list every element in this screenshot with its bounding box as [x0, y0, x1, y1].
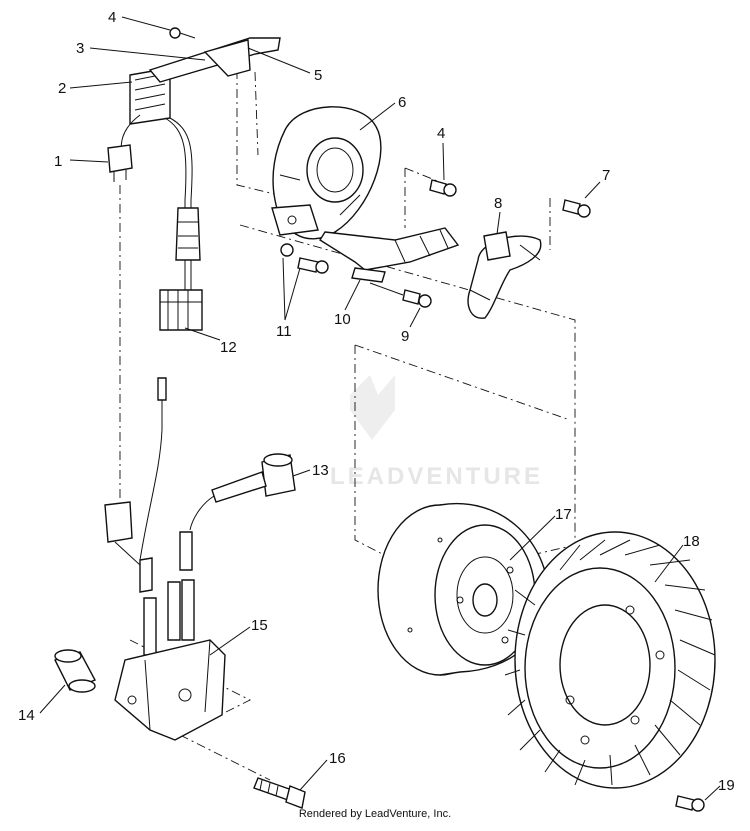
- callout-4a: 4: [108, 9, 116, 26]
- wiring-bundle: [120, 114, 201, 290]
- callout-11: 11: [276, 323, 292, 340]
- callout-labels: 4 3 2 1 5 6 4 7 8 9 10 11 12 13 14 15 16…: [18, 9, 735, 794]
- leader-lines: [39, 16, 721, 801]
- callout-1: 1: [54, 153, 62, 170]
- screws-middle: [280, 243, 432, 308]
- screw-part-19: [675, 795, 705, 812]
- wire-harness-bracket: [129, 27, 281, 125]
- callout-8: 8: [494, 195, 502, 212]
- callout-13: 13: [312, 462, 329, 479]
- callout-9: 9: [401, 328, 409, 345]
- connector-part-12: [159, 289, 203, 331]
- spacer-part-14: [54, 649, 96, 693]
- callout-19: 19: [718, 777, 735, 794]
- pulser-bracket-part-10: [319, 227, 460, 283]
- callout-2: 2: [58, 80, 66, 97]
- callout-15: 15: [251, 617, 268, 634]
- bolt-part-16: [253, 777, 306, 809]
- exciter-coil-part-8: [467, 231, 542, 319]
- footer-credit: Rendered by LeadVenture, Inc.: [298, 808, 452, 820]
- callout-5: 5: [314, 67, 322, 84]
- watermark-text: LEADVENTURE: [330, 463, 543, 490]
- callout-16: 16: [329, 750, 346, 767]
- callout-12: 12: [220, 339, 237, 356]
- connector-part-1: [107, 144, 133, 182]
- callout-4b: 4: [437, 125, 445, 142]
- cdi-leads: [104, 377, 195, 656]
- callout-6: 6: [398, 94, 406, 111]
- stator-plate-part-6: [271, 106, 382, 240]
- assembly-dashed-lines: [119, 70, 576, 781]
- callout-10: 10: [334, 311, 351, 328]
- callout-18: 18: [683, 533, 700, 550]
- watermark: LEADVENTURE: [330, 375, 543, 490]
- callout-3: 3: [76, 40, 84, 57]
- fan-part-18: [504, 531, 716, 789]
- callout-7: 7: [602, 167, 610, 184]
- callout-17: 17: [555, 506, 572, 523]
- spark-plug-cap-part-13: [189, 453, 296, 531]
- cdi-unit-part-15: [114, 639, 226, 741]
- screws-top: [429, 179, 591, 218]
- callout-14: 14: [18, 707, 35, 724]
